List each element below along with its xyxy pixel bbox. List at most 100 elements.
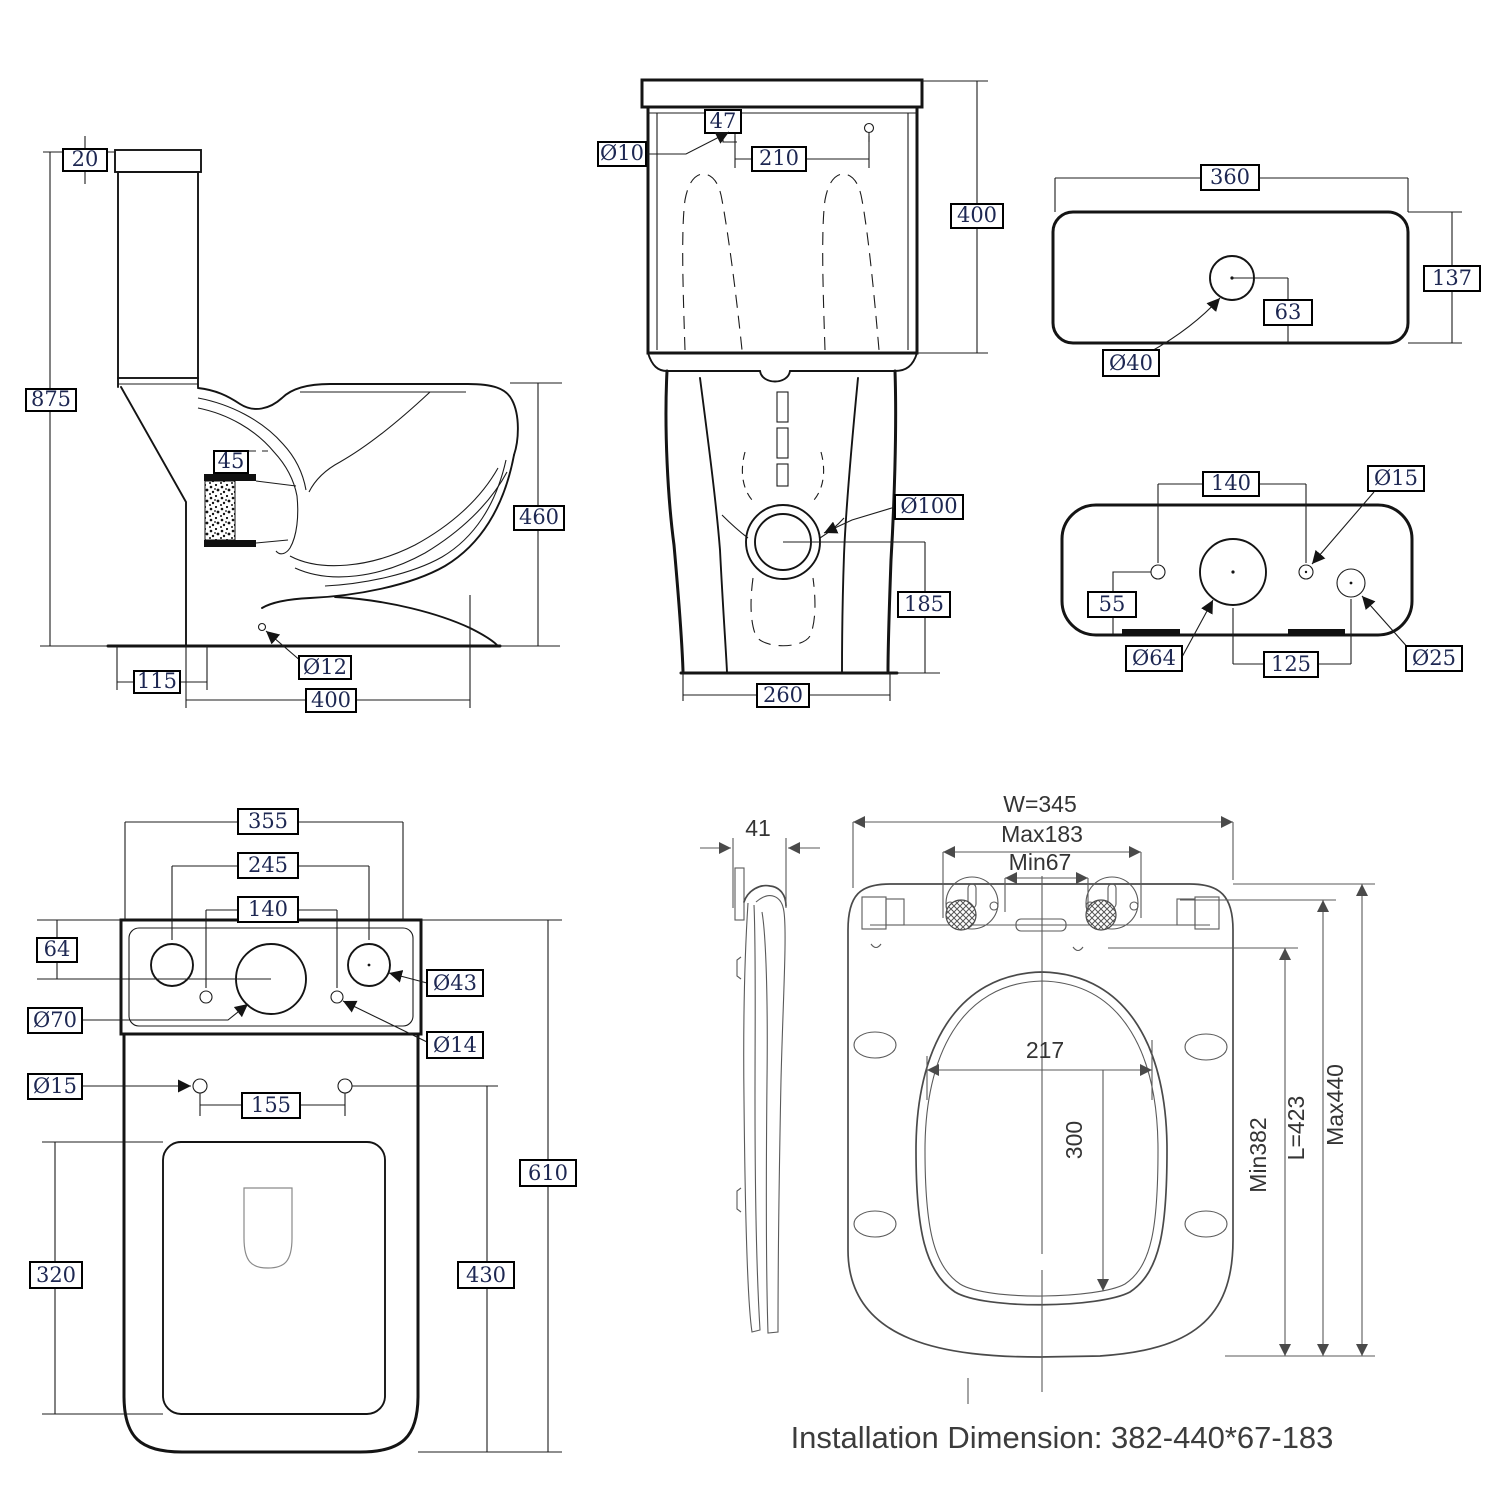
- front-channel-right: [822, 173, 880, 351]
- dim-front-185: 185: [783, 541, 951, 674]
- seat-hinge-right: [1085, 876, 1139, 931]
- dim-front-dia100: Ø100: [823, 494, 964, 534]
- dim-label: 460: [519, 505, 559, 529]
- dim-seat-w345: W=345: [852, 791, 1234, 888]
- dim-seat-max440: Max440: [1225, 883, 1375, 1357]
- dim-label: Max183: [1001, 821, 1083, 847]
- pan-hole-right: [347, 943, 391, 987]
- seat-side-view: 41: [700, 815, 820, 1334]
- dim-label: L=423: [1283, 1096, 1309, 1161]
- pan-seat-hole-right: [337, 1078, 353, 1094]
- installation-dimension-text: Installation Dimension: 382-440*67-183: [791, 1420, 1334, 1455]
- side-plinth-front: [334, 596, 498, 646]
- dim-label: Ø25: [1412, 646, 1456, 670]
- dim-pantop-dia43: Ø43: [388, 969, 484, 997]
- dim-label: 185: [904, 592, 944, 616]
- dim-tanktop-dia40: Ø40: [1102, 297, 1221, 377]
- dim-pantop-dia70: Ø70: [27, 1003, 249, 1034]
- pan-body-outline: [122, 1032, 420, 1454]
- dim-side-115: 115: [116, 646, 208, 694]
- dim-label: 45: [218, 449, 245, 473]
- dim-label: 63: [1275, 300, 1302, 324]
- seat-top-view: W=345 Max183 Min67 217 300: [847, 791, 1375, 1404]
- dim-tankbase-125: 125: [1232, 599, 1352, 678]
- dim-seat-min382: Min382: [1245, 948, 1291, 1356]
- dim-label: 140: [248, 897, 288, 921]
- side-seal-bar-top: [204, 474, 256, 481]
- dim-tankbase-dia15: Ø15: [1311, 465, 1425, 565]
- seat-cover-outline: [847, 883, 1234, 1358]
- dim-side-400: 400: [185, 595, 471, 713]
- tank-base-inlet-hole: [1199, 538, 1267, 606]
- dim-seat-max183: Max183: [942, 821, 1142, 918]
- tank-top-view: 360 137 63 Ø40: [1051, 164, 1481, 377]
- pan-small-hole-right: [330, 990, 344, 1004]
- dim-label: 430: [466, 1263, 506, 1287]
- dim-label: Ø15: [1374, 466, 1418, 490]
- front-tank-body: [646, 105, 919, 355]
- dim-pantop-155: 155: [199, 1092, 346, 1119]
- dim-side-875: 875: [25, 152, 77, 646]
- seat-ring-profile: [743, 902, 761, 1333]
- dim-side-460: 460: [510, 382, 565, 646]
- seat-lid-profile: [755, 895, 786, 1334]
- dim-label: 137: [1432, 266, 1472, 290]
- dim-pantop-dia14: Ø14: [342, 1000, 484, 1059]
- dim-label: 217: [1026, 1037, 1064, 1063]
- tank-base-bolt-left: [1150, 564, 1166, 580]
- pan-small-hole-left: [199, 990, 213, 1004]
- dim-label: Min382: [1245, 1117, 1271, 1192]
- dim-pantop-245: 245: [171, 852, 370, 940]
- tank-top-outline: [1051, 210, 1410, 345]
- dim-label: 115: [137, 669, 177, 693]
- front-channel-left: [682, 173, 743, 351]
- dim-label: 875: [31, 387, 71, 411]
- front-pedestal-right: [886, 369, 898, 673]
- dim-front-210: 210: [734, 136, 870, 172]
- dim-label: 360: [1210, 165, 1250, 189]
- dim-tankbase-140: 140: [1157, 471, 1307, 563]
- dim-tanktop-137: 137: [1408, 211, 1481, 344]
- dim-label: Ø14: [433, 1033, 477, 1057]
- pan-top-view: 355 245 140 64 Ø43: [27, 808, 577, 1454]
- dim-label: 140: [1211, 471, 1251, 495]
- dim-label: 320: [36, 1263, 76, 1287]
- side-fixing-hole: [257, 622, 267, 632]
- dim-label: 400: [957, 203, 997, 227]
- dim-label: Ø100: [900, 494, 957, 518]
- dim-seat-300: 300: [1061, 1070, 1109, 1291]
- front-view: 47 Ø10 210 400 Ø100: [597, 78, 1004, 708]
- dim-side-dia12: Ø12: [265, 630, 352, 680]
- dim-front-47: 47: [704, 109, 742, 143]
- dim-label: 155: [251, 1093, 291, 1117]
- dim-label: 260: [763, 683, 803, 707]
- dim-label: Ø64: [1132, 646, 1176, 670]
- dim-front-400: 400: [917, 80, 1004, 354]
- dim-label: W=345: [1003, 791, 1077, 817]
- tank-base-supply-hole: [1336, 568, 1366, 598]
- dim-tanktop-360: 360: [1054, 164, 1409, 212]
- dim-pantop-140: 140: [205, 896, 338, 988]
- dim-label: 400: [311, 688, 351, 712]
- dim-label: 610: [528, 1161, 568, 1185]
- dim-pantop-430: 430: [352, 1085, 515, 1452]
- dim-front-dia10: Ø10: [597, 131, 730, 167]
- tank-base-outline: [1060, 503, 1414, 637]
- dim-tankbase-dia64: Ø64: [1125, 599, 1214, 672]
- dim-label: Ø70: [33, 1008, 77, 1032]
- dim-label: 355: [248, 809, 288, 833]
- dim-tankbase-dia25: Ø25: [1361, 595, 1463, 672]
- dim-label: 47: [710, 109, 737, 133]
- front-trapway-dashed: [750, 577, 816, 647]
- front-pedestal-left: [664, 369, 685, 673]
- dim-tanktop-63: 63: [1232, 277, 1313, 343]
- side-seal-bar-bottom: [204, 540, 256, 547]
- dim-label: Min67: [1009, 849, 1072, 875]
- dim-pantop-dia15: Ø15: [27, 1073, 191, 1100]
- dim-side-45: 45: [213, 449, 249, 474]
- dim-label: Ø40: [1109, 351, 1153, 375]
- side-view: 20 875 45 460 Ø12: [25, 136, 565, 713]
- seat-hinge-left: [945, 876, 999, 931]
